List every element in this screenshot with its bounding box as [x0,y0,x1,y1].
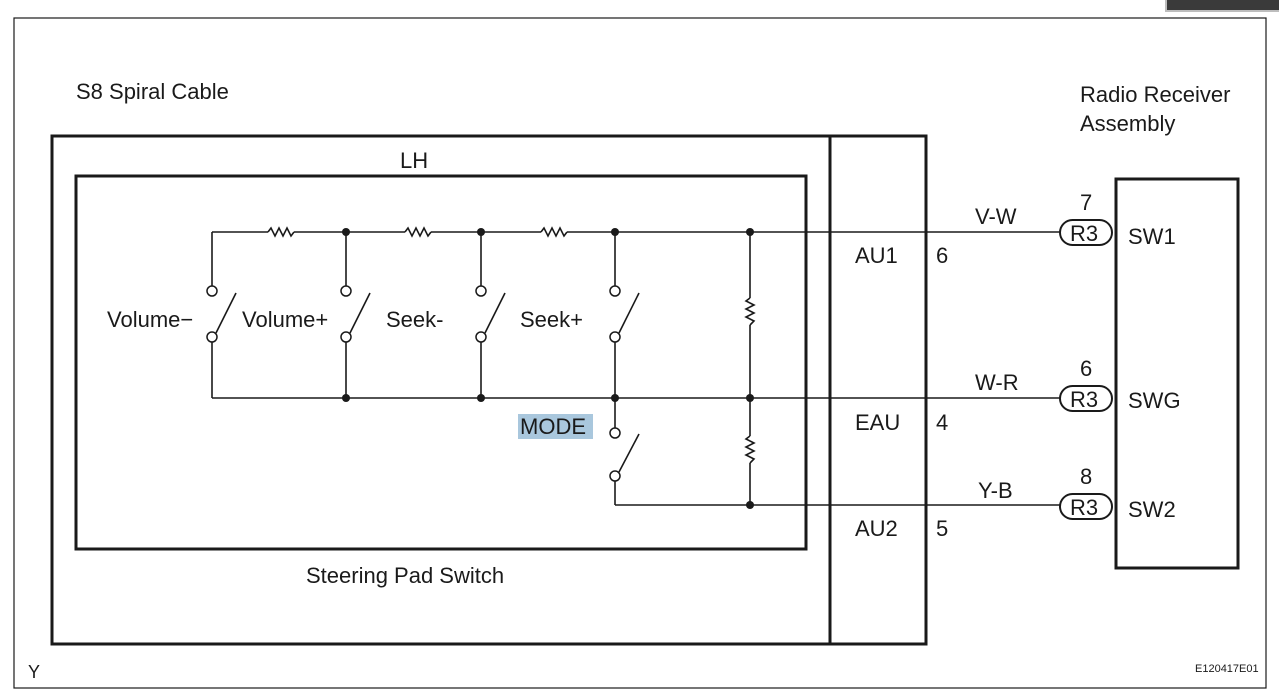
receiver-pin-7: 7 [1080,190,1092,215]
vol-plus-blade [349,292,371,334]
seek-minus-label: Seek- [386,307,443,332]
spiral-pin-au1: 6 [936,243,948,268]
steering-pad-label: Steering Pad Switch [306,563,504,588]
mode-highlight [518,414,593,439]
resistor-top-1 [267,226,295,238]
vol-minus-bottom-contact [206,331,218,343]
spiral-cable-label: S8 Spiral Cable [76,79,229,104]
mode-top-contact [609,427,621,439]
receiver-pin-8: 8 [1080,464,1092,489]
junction-dot [746,394,754,402]
seek-plus-blade [618,292,640,334]
volume-plus-label: Volume+ [242,307,328,332]
junction-dot [746,228,754,236]
receiver-terminal-sw2: SW2 [1128,497,1176,522]
junction-dot [477,228,485,236]
radio-receiver-box [1114,177,1240,570]
lh-label: LH [400,148,428,173]
resistor-top-3 [540,226,568,238]
receiver-terminal-sw1: SW1 [1128,224,1176,249]
connector-r3-swg [1059,385,1113,412]
window-corner-bar [1165,0,1279,12]
spiral-pin-au2: 5 [936,516,948,541]
mode-blade [618,433,640,473]
junction-dot [477,394,485,402]
seek-minus-bottom-contact [475,331,487,343]
connector-r3-sw2 [1059,493,1113,520]
mode-label: MODE [520,414,586,439]
seek-minus-top-contact [475,285,487,297]
wire-color-v-w: V-W [975,204,1017,229]
connector-r3-sw1 [1059,219,1113,246]
resistor-vertical-2 [744,435,756,464]
vol-plus-top-contact [340,285,352,297]
spiral-terminal-au1: AU1 [855,243,898,268]
connector-label-sw1: R3 [1070,221,1098,246]
wire-color-y-b: Y-B [978,478,1013,503]
seek-plus-bottom-contact [609,331,621,343]
corner-letter: Y [28,662,40,682]
junction-dot [746,501,754,509]
radio-receiver-label-line1: Radio Receiver [1080,82,1230,107]
seek-plus-label: Seek+ [520,307,583,332]
vol-minus-blade [215,292,237,334]
steering-pad-box [74,174,808,551]
receiver-terminal-swg: SWG [1128,388,1181,413]
spiral-terminal-au2: AU2 [855,516,898,541]
outer-frame [13,17,1267,689]
spiral-pin-eau: 4 [936,410,948,435]
radio-receiver-label-line2: Assembly [1080,111,1175,136]
figure-id: E120417E01 [1195,663,1259,675]
connector-label-swg: R3 [1070,387,1098,412]
vol-plus-bottom-contact [340,331,352,343]
receiver-pin-6: 6 [1080,356,1092,381]
spiral-terminal-eau: EAU [855,410,900,435]
resistor-vertical-1 [744,297,756,326]
seek-minus-blade [484,292,506,334]
junction-dot [611,394,619,402]
wire-color-w-r: W-R [975,370,1019,395]
resistor-top-2 [404,226,432,238]
vol-minus-top-contact [206,285,218,297]
volume-minus-label: Volume− [107,307,193,332]
spiral-cable-box [50,134,928,646]
junction-dot [342,228,350,236]
junction-dot [611,228,619,236]
seek-plus-top-contact [609,285,621,297]
mode-bottom-contact [609,470,621,482]
junction-dot [342,394,350,402]
connector-label-sw2: R3 [1070,495,1098,520]
